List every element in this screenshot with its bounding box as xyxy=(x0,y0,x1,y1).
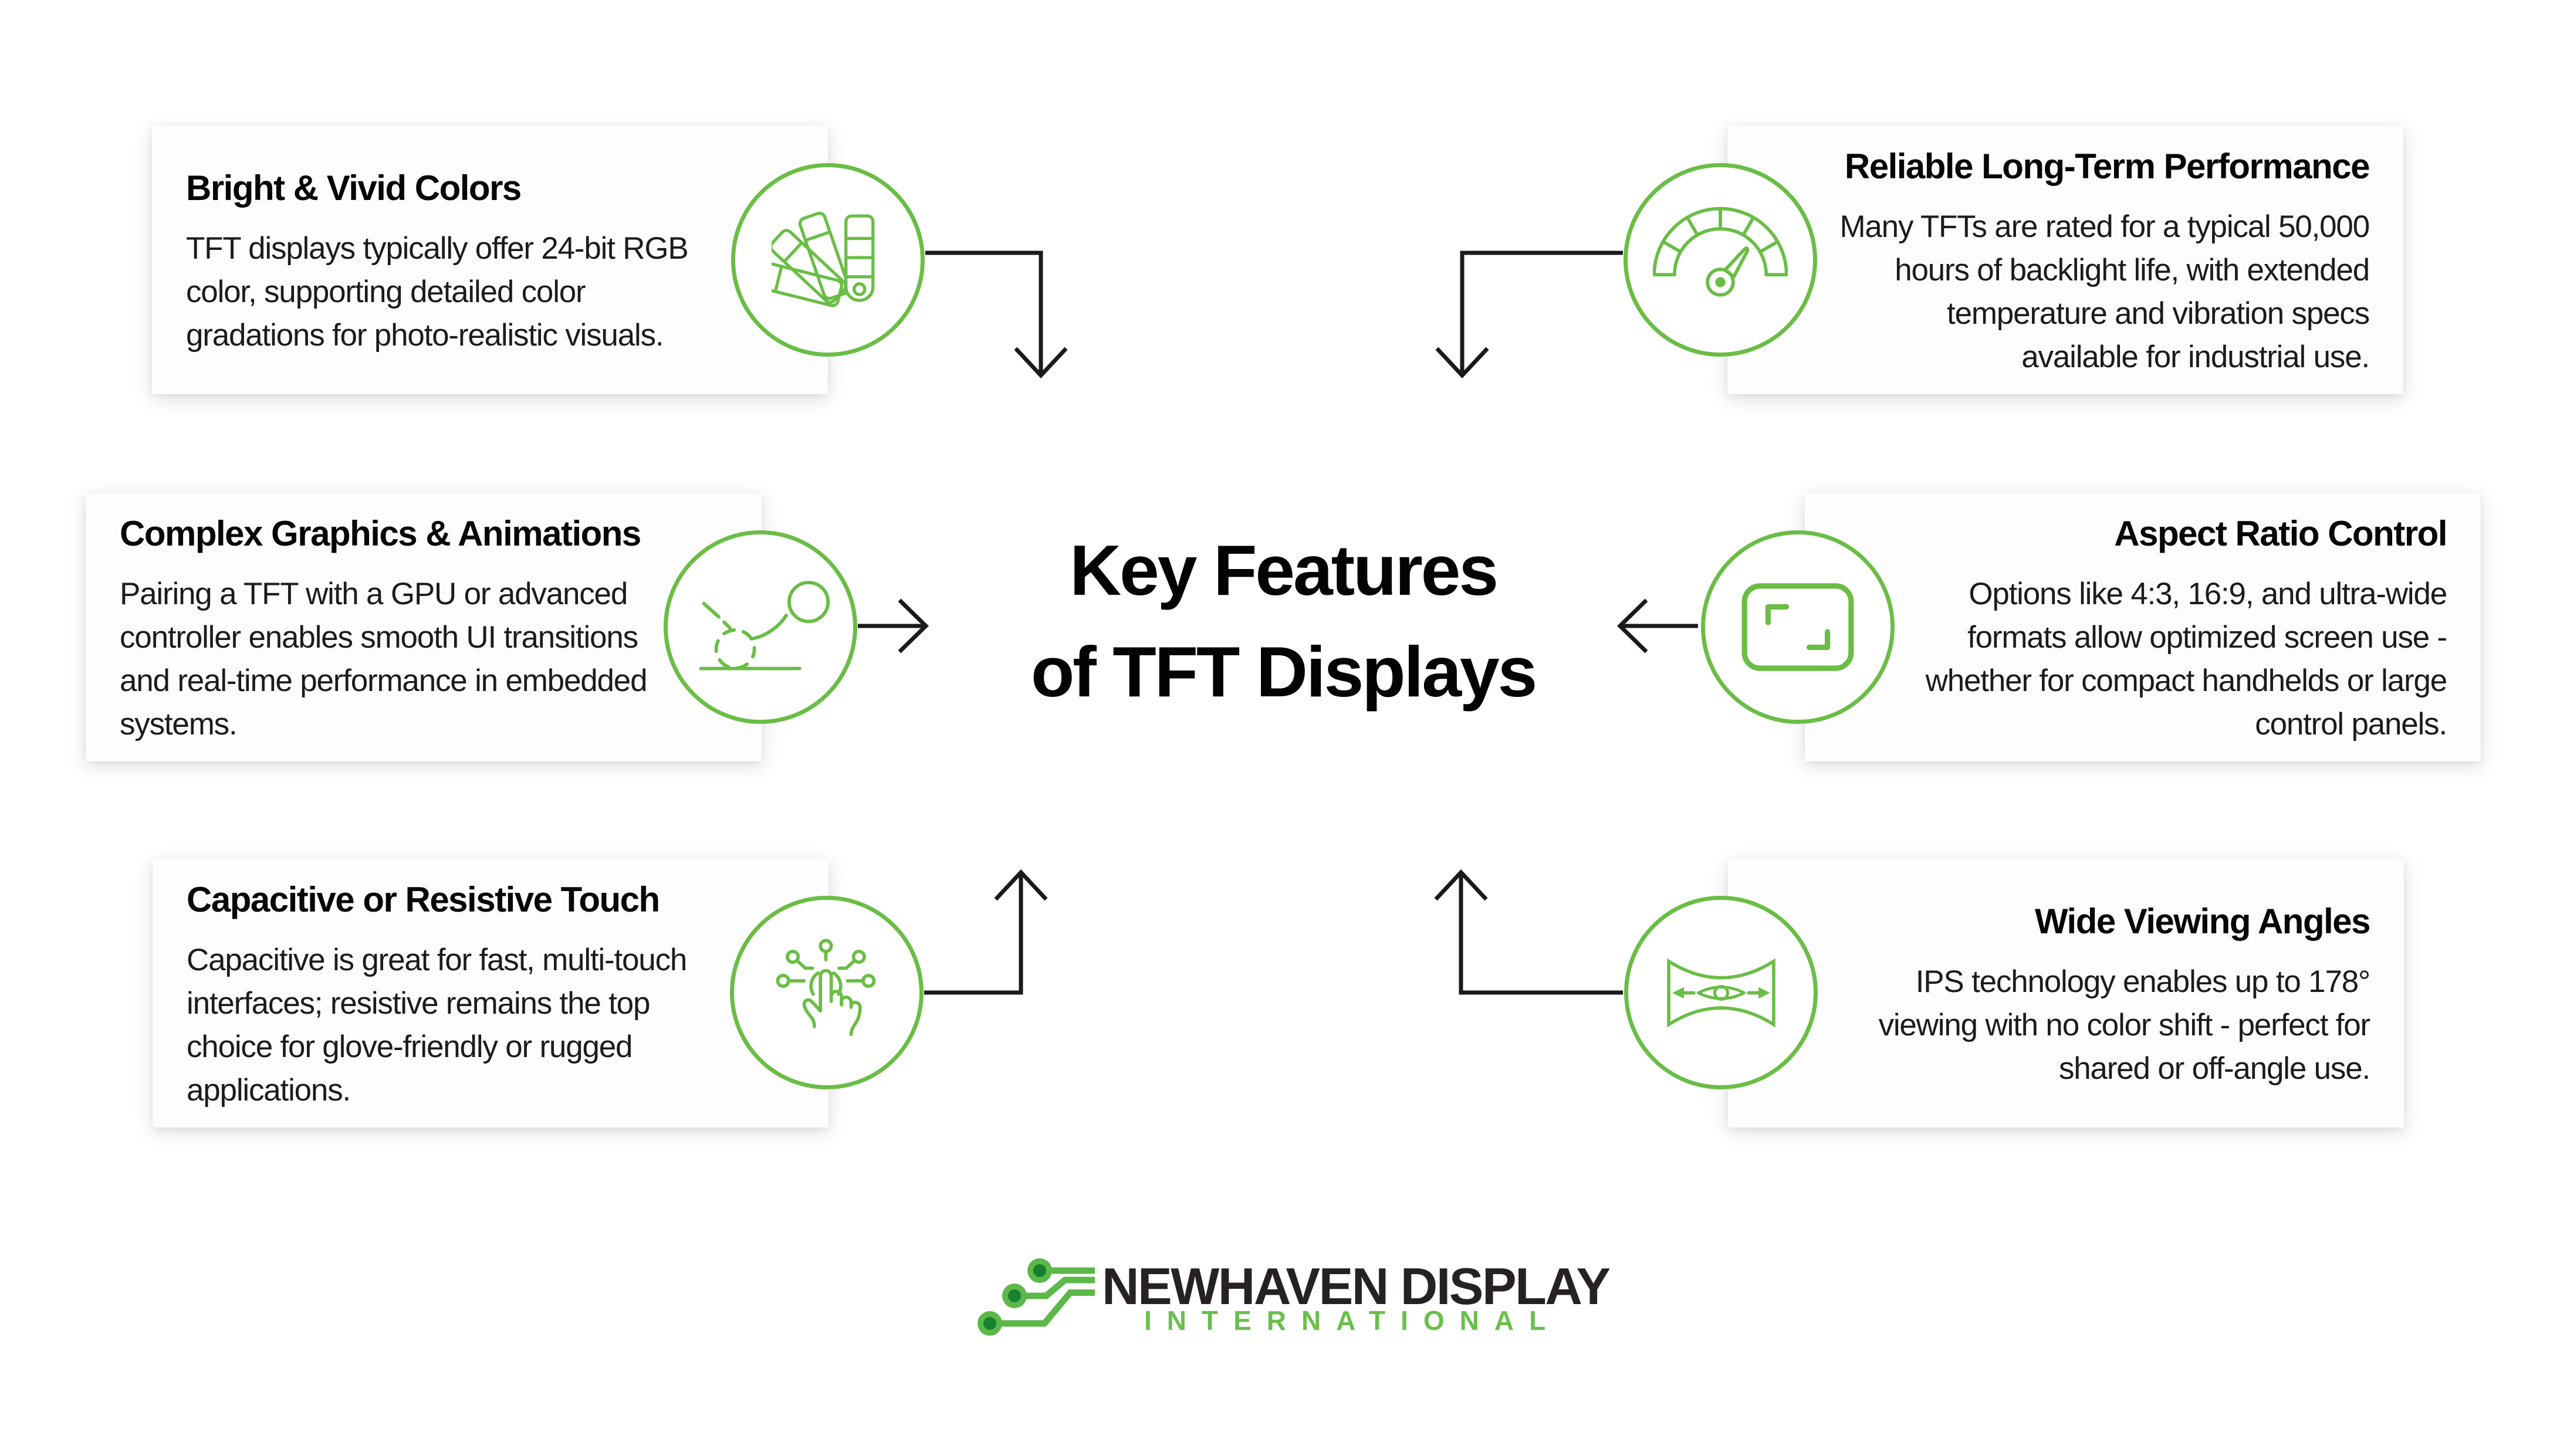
card-heading: Complex Graphics & Animations xyxy=(120,513,641,553)
card-heading: Wide Viewing Angles xyxy=(2034,901,2371,941)
card-aspect-ratio-control: Aspect Ratio Control Options like 4:3, 1… xyxy=(1805,493,2481,761)
color-swatches-icon xyxy=(772,211,875,307)
card-heading: Bright & Vivid Colors xyxy=(186,168,522,208)
logo-subtitle: INTERNATIONAL xyxy=(1144,1305,1561,1336)
logo-name: NEWHAVEN DISPLAY xyxy=(1102,1257,1611,1315)
arrow-bottom-left xyxy=(924,869,1048,995)
card-body: Many TFTs are rated for a typical 50,000… xyxy=(1839,209,2370,374)
card-heading: Aspect Ratio Control xyxy=(2114,513,2447,553)
gauge-icon xyxy=(1653,206,1788,297)
page-title: Key Features of TFT Displays xyxy=(1030,530,1538,712)
arrow-top-left xyxy=(925,250,1068,379)
card-body: Options like 4:3, 16:9, and ultra-wide f… xyxy=(1925,576,2448,741)
arrow-bottom-right xyxy=(1434,869,1623,995)
icon-circle-wide-viewing-angles xyxy=(1624,896,1818,1089)
icon-circle-capacitive-resistive-touch xyxy=(730,896,924,1089)
icon-circle-reliable-long-term-performance xyxy=(1624,163,1817,357)
card-body: TFT displays typically offer 24-bit RGB … xyxy=(186,231,689,353)
arrow-middle-left xyxy=(858,598,929,653)
touch-hand-icon xyxy=(776,939,875,1036)
icon-circle-bright-vivid-colors xyxy=(731,163,925,357)
card-bright-vivid-colors: Bright & Vivid Colors TFT displays typic… xyxy=(152,126,828,394)
logo-circuit-icon xyxy=(978,1258,1095,1336)
card-heading: Reliable Long-Term Performance xyxy=(1844,146,2370,186)
icon-circle-aspect-ratio-control xyxy=(1701,530,1895,724)
newhaven-display-logo: NEWHAVEN DISPLAY INTERNATIONAL xyxy=(968,1248,1625,1348)
card-body: IPS technology enables up to 178° viewin… xyxy=(1878,964,2371,1086)
card-complex-graphics-animations: Complex Graphics & Animations Pairing a … xyxy=(86,493,762,761)
card-heading: Capacitive or Resistive Touch xyxy=(187,879,660,919)
card-reliable-long-term-performance: Reliable Long-Term Performance Many TFTs… xyxy=(1727,126,2403,394)
viewing-angles-icon xyxy=(1666,957,1775,1028)
card-body: Capacitive is great for fast, multi-touc… xyxy=(187,942,687,1108)
card-body: Pairing a TFT with a GPU or advanced con… xyxy=(120,576,648,741)
arrow-top-right xyxy=(1435,250,1623,379)
bouncing-ball-icon xyxy=(699,580,830,671)
card-wide-viewing-angles: Wide Viewing Angles IPS technology enabl… xyxy=(1728,859,2404,1127)
arrow-middle-right xyxy=(1616,598,1698,653)
icon-circle-complex-graphics-animations xyxy=(664,530,857,724)
card-capacitive-resistive-touch: Capacitive or Resistive Touch Capacitive… xyxy=(153,859,828,1127)
aspect-ratio-icon xyxy=(1741,583,1854,671)
